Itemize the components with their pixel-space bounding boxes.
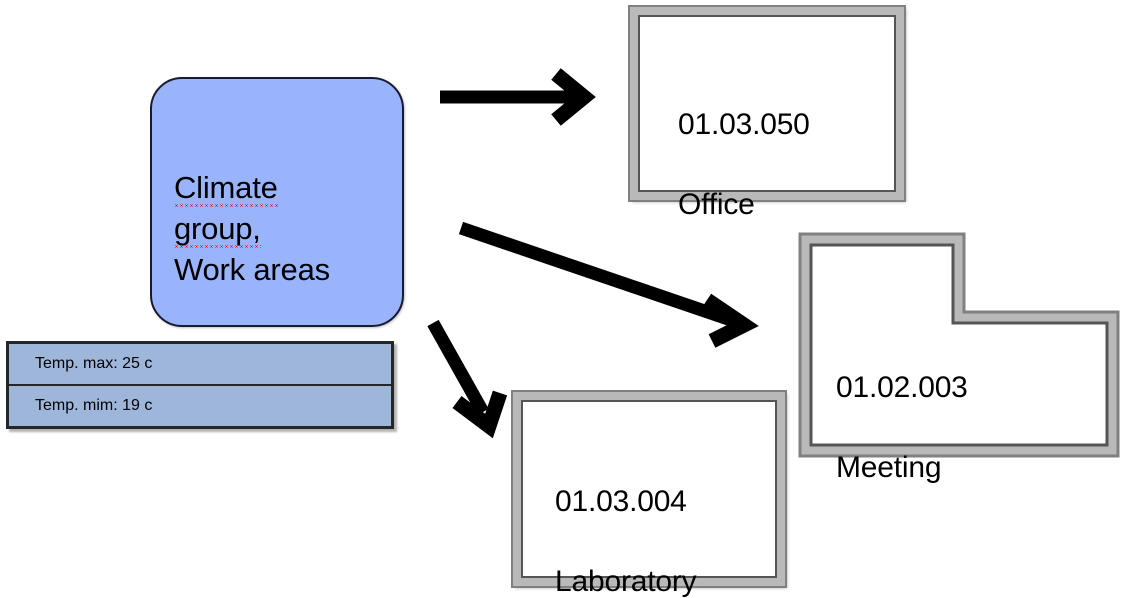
table-row: Temp. max: 25 c — [6, 341, 394, 386]
room-office[interactable]: 01.03.050 Office — [630, 7, 904, 221]
room-office-code: 01.03.050 — [678, 108, 810, 141]
room-laboratory-name: Laboratory — [555, 565, 697, 598]
room-meeting-label: 01.02.003 Meeting — [836, 328, 968, 488]
room-office-name: Office — [678, 188, 755, 221]
room-meeting-floor — [809, 243, 1109, 447]
room-laboratory[interactable]: 01.03.004 Laboratory — [513, 392, 785, 598]
climate-group-node[interactable]: Climate group, Work areas — [150, 77, 404, 327]
room-meeting[interactable]: 01.02.003 Meeting — [798, 232, 1120, 484]
temp-max-cell: Temp. max: 25 c — [6, 341, 394, 386]
room-laboratory-code: 01.03.004 — [555, 485, 687, 518]
climate-group-label-line-3: Work areas — [174, 252, 330, 287]
arrow-to-office — [440, 68, 596, 126]
temp-min-cell: Temp. mim: 19 c — [6, 384, 394, 429]
arrow-to-meeting — [458, 221, 759, 348]
arrow-to-laboratory — [427, 319, 508, 439]
room-office-label: 01.03.050 Office — [678, 65, 810, 225]
room-laboratory-label: 01.03.004 Laboratory — [555, 442, 697, 598]
room-meeting-code: 01.02.003 — [836, 371, 968, 404]
room-meeting-name: Meeting — [836, 451, 942, 484]
temperature-properties-table: Temp. max: 25 c Temp. mim: 19 c — [6, 341, 394, 429]
climate-group-label-line-1: Climate — [174, 170, 278, 205]
climate-group-label: Climate group, Work areas — [174, 167, 389, 290]
climate-group-label-line-2: group, — [174, 211, 261, 246]
table-row: Temp. mim: 19 c — [6, 384, 394, 429]
